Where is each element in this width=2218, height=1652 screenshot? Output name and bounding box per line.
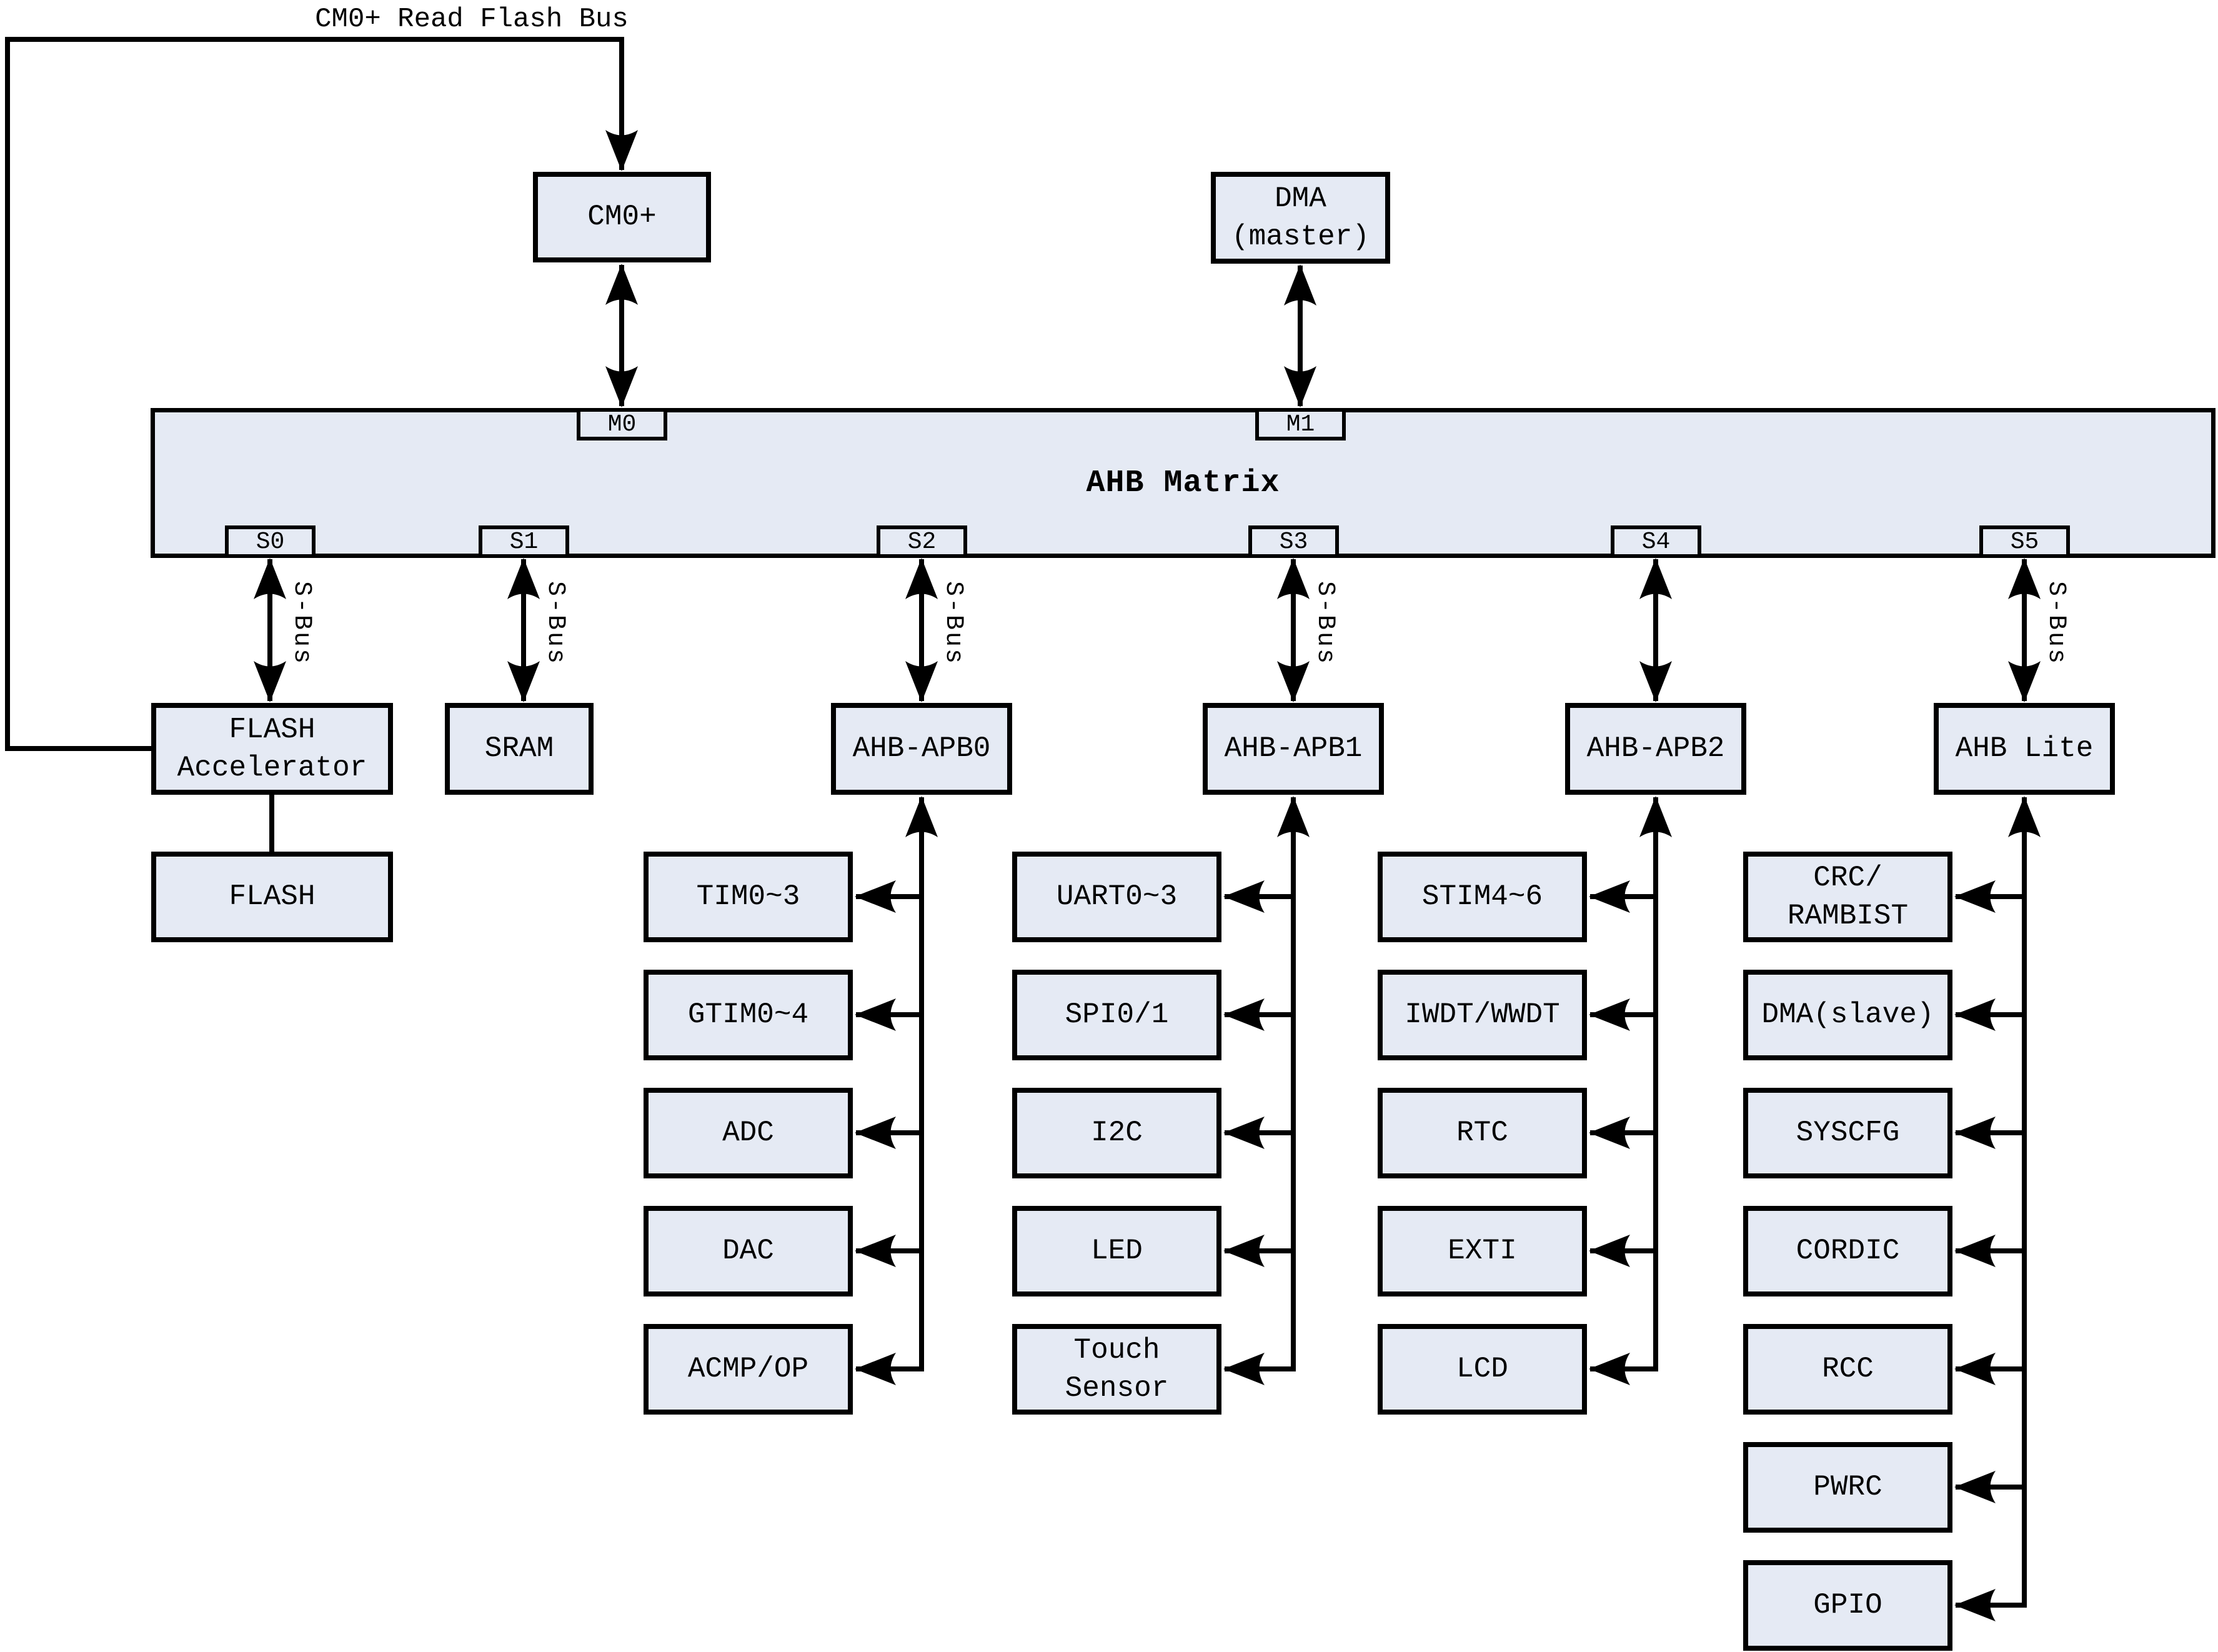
port-tab-s1: S1	[479, 525, 569, 558]
block-acmp-op: ACMP/OP	[644, 1324, 853, 1415]
block-dma-slave: DMA(slave)	[1743, 970, 1952, 1060]
block-adc: ADC	[644, 1088, 853, 1178]
block-spi0-1: SPI0/1	[1012, 970, 1221, 1060]
crc-rambist-label-line1: CRC/	[1813, 861, 1882, 894]
ahb-lite-label: AHB Lite	[1955, 732, 2094, 765]
block-rtc: RTC	[1378, 1088, 1587, 1178]
spi0-1-label: SPI0/1	[1065, 998, 1169, 1032]
dma-slave-label: DMA(slave)	[1761, 998, 1934, 1032]
block-uart0-3: UART0~3	[1012, 852, 1221, 942]
syscfg-label: SYSCFG	[1796, 1117, 1900, 1150]
port-tab-s2: S2	[877, 525, 967, 558]
ahb-apb0-label: AHB-APB0	[852, 732, 991, 765]
port-tab-s5: S5	[1979, 525, 2070, 558]
block-ahb-lite: AHB Lite	[1934, 703, 2115, 795]
block-crc-rambist: CRC/ RAMBIST	[1743, 852, 1952, 942]
s-bus-label-s0: S-Bus	[287, 581, 316, 666]
block-dma-master: DMA (master)	[1211, 172, 1390, 264]
port-s5-label: S5	[2010, 528, 2039, 555]
port-s0-label: S0	[256, 528, 285, 555]
block-cm0: CM0+	[533, 172, 711, 262]
i2c-label: I2C	[1091, 1117, 1143, 1150]
dma-master-label-line2: (master)	[1231, 220, 1370, 253]
block-ahb-apb2: AHB-APB2	[1565, 703, 1746, 795]
port-tab-s3: S3	[1248, 525, 1339, 558]
dac-label: DAC	[722, 1235, 774, 1268]
block-gtim0-4: GTIM0~4	[644, 970, 853, 1060]
stim4-6-label: STIM4~6	[1421, 880, 1543, 913]
sram-label: SRAM	[484, 732, 554, 765]
block-tim0-3: TIM0~3	[644, 852, 853, 942]
ahblite-column-bus	[1954, 796, 2041, 1621]
block-led: LED	[1012, 1206, 1221, 1296]
block-ahb-apb1: AHB-APB1	[1203, 703, 1384, 795]
block-exti: EXTI	[1378, 1206, 1587, 1296]
exti-label: EXTI	[1448, 1235, 1517, 1268]
port-tab-s0: S0	[225, 525, 316, 558]
block-stim4-6: STIM4~6	[1378, 852, 1587, 942]
block-pwrc: PWRC	[1743, 1442, 1952, 1533]
apb0-column-bus	[855, 796, 938, 1385]
block-sram: SRAM	[445, 703, 594, 795]
port-tab-m1: M1	[1255, 408, 1346, 440]
ahb-apb1-label: AHB-APB1	[1224, 732, 1363, 765]
read-flash-bus-line	[5, 37, 638, 751]
port-m1-label: M1	[1286, 411, 1315, 438]
rcc-label: RCC	[1822, 1353, 1874, 1386]
port-s3-label: S3	[1279, 528, 1308, 555]
lcd-label: LCD	[1456, 1353, 1508, 1386]
block-lcd: LCD	[1378, 1324, 1587, 1415]
gtim0-4-label: GTIM0~4	[687, 998, 809, 1032]
s-bus-label-s2: S-Bus	[939, 581, 967, 666]
block-iwdt-wwdt: IWDT/WWDT	[1378, 970, 1587, 1060]
block-dac: DAC	[644, 1206, 853, 1296]
flash-label: FLASH	[229, 880, 316, 913]
cm0-label: CM0+	[587, 201, 657, 234]
port-s1-label: S1	[509, 528, 539, 555]
port-tab-m0: M0	[577, 408, 667, 440]
port-s4-label: S4	[1641, 528, 1671, 555]
block-i2c: I2C	[1012, 1088, 1221, 1178]
port-s2-label: S2	[907, 528, 937, 555]
block-gpio: GPIO	[1743, 1560, 1952, 1651]
touch-sensor-label-line1: Touch	[1073, 1333, 1160, 1366]
acmp-op-label: ACMP/OP	[687, 1353, 809, 1386]
led-label: LED	[1091, 1235, 1143, 1268]
flash-accelerator-label-line1: FLASH	[229, 713, 316, 746]
block-syscfg: SYSCFG	[1743, 1088, 1952, 1178]
iwdt-wwdt-label: IWDT/WWDT	[1405, 998, 1560, 1032]
cordic-label: CORDIC	[1796, 1235, 1900, 1268]
touch-sensor-label-line2: Sensor	[1065, 1371, 1169, 1405]
flash-accelerator-label-line2: Accelerator	[177, 751, 367, 784]
s-bus-label-s3: S-Bus	[1311, 581, 1339, 666]
gpio-label: GPIO	[1813, 1589, 1882, 1622]
ahb-apb2-label: AHB-APB2	[1586, 732, 1725, 765]
block-cordic: CORDIC	[1743, 1206, 1952, 1296]
adc-label: ADC	[722, 1117, 774, 1150]
port-m0-label: M0	[607, 411, 637, 438]
apb2-column-bus	[1589, 796, 1672, 1385]
port-tab-s4: S4	[1611, 525, 1701, 558]
block-ahb-apb0: AHB-APB0	[831, 703, 1012, 795]
block-flash: FLASH	[151, 852, 393, 942]
block-flash-accelerator: FLASH Accelerator	[151, 703, 393, 795]
uart0-3-label: UART0~3	[1056, 880, 1178, 913]
tim0-3-label: TIM0~3	[696, 880, 800, 913]
read-flash-bus-label: CM0+ Read Flash Bus	[315, 4, 629, 35]
block-rcc: RCC	[1743, 1324, 1952, 1415]
ahb-matrix-title: AHB Matrix	[1086, 465, 1280, 501]
dma-master-label-line1: DMA	[1275, 182, 1326, 215]
rtc-label: RTC	[1456, 1117, 1508, 1150]
block-touch-sensor: Touch Sensor	[1012, 1324, 1221, 1415]
pwrc-label: PWRC	[1813, 1471, 1882, 1504]
s-bus-label-s1: S-Bus	[541, 581, 569, 666]
apb1-column-bus	[1223, 796, 1310, 1385]
s-bus-label-s5: S-Bus	[2042, 581, 2070, 666]
crc-rambist-label-line2: RAMBIST	[1787, 899, 1909, 932]
ahb-matrix: AHB Matrix	[151, 408, 2216, 558]
